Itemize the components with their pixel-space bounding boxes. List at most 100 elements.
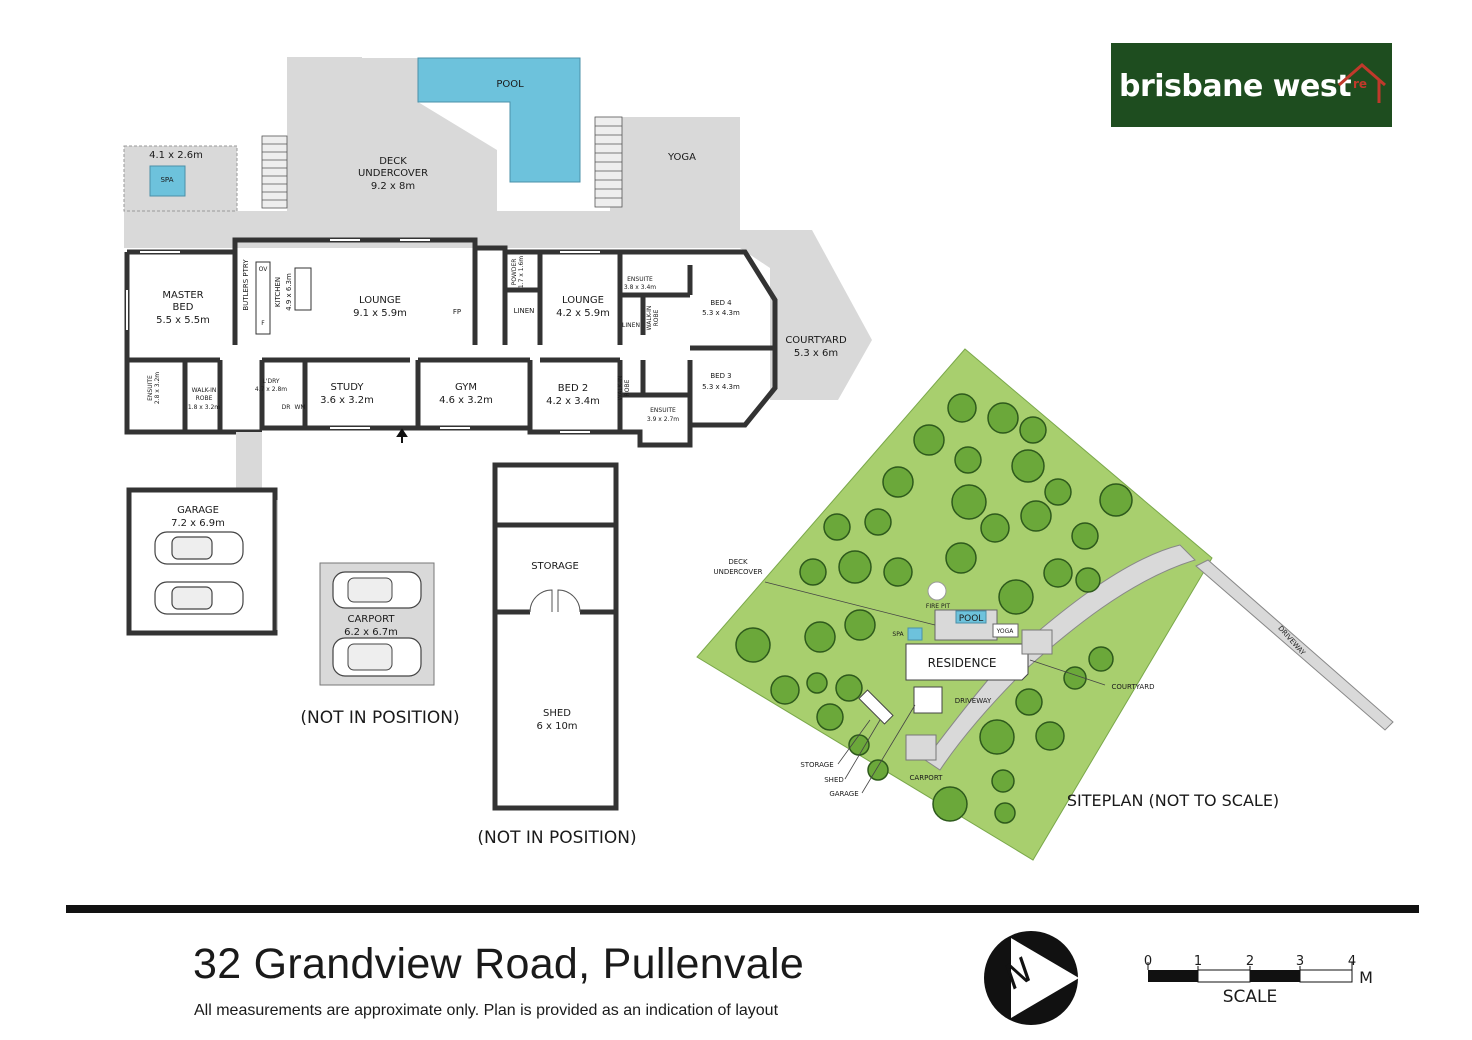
site-road [1195,559,1394,731]
deck-stairs-left [261,135,288,209]
dr-label: DR [282,404,291,411]
site-garage [913,686,943,714]
brand-logo: brisbane west re [1111,43,1392,127]
site-driveway-road-label: DRIVEWAY [1276,624,1307,657]
site-garage-label: GARAGE [829,790,858,798]
site-pool-label: POOL [959,614,984,624]
walkin1-label: WALK-INROBE [646,306,660,331]
pool [417,57,581,183]
entry-arrow-icon [396,428,408,443]
deck-area [124,57,872,400]
master-bed-size: 5.5 x 5.5m [156,315,210,326]
spa-area-label: 4.1 x 2.6m [149,150,203,161]
deck-stairs-right [594,116,623,208]
butlers-label: BUTLERS PTRY [242,259,250,311]
not-in-position-2: (NOT IN POSITION) [477,828,636,848]
shed-doors [529,589,581,613]
spa-label: SPA [160,176,173,184]
site-trees [735,393,1133,824]
linen-small-label: LINEN [622,322,640,329]
ldry-label: L'DRY [262,378,279,385]
pool-label: POOL [496,79,524,90]
yoga-label: YOGA [667,152,696,163]
site-leaders [764,581,1106,794]
site-spa-label: SPA [892,631,904,638]
carport-label: CARPORT [347,614,395,625]
bed4-size: 5.3 x 4.3m [702,309,740,317]
shed-size: 6 x 10m [536,721,577,732]
property-address: 32 Grandview Road, Pullenvale [193,940,805,988]
study-size: 3.6 x 3.2m [320,395,374,406]
shed-label: SHED [543,708,571,719]
bed3-label: BED 3 [710,372,731,380]
scale-unit: M [1359,968,1373,987]
wm-label: WM [294,404,305,411]
spa-outline [123,145,238,212]
study-label: STUDY [330,382,364,393]
bed2-label: BED 2 [558,383,588,394]
lounge2-label: LOUNGE [562,295,604,306]
footer-divider [66,905,1419,913]
house-roof-icon [1338,63,1386,103]
lounge1-label: LOUNGE [359,295,401,306]
fp-label: FP [453,308,461,316]
ensuite-master-label: ENSUITE2.8 x 3.2m [147,372,161,404]
scale-tick-2: 2 [1246,954,1254,969]
courtyard-size: 5.3 x 6m [794,348,838,359]
site-residence-label: RESIDENCE [928,656,997,670]
disclaimer-text: All measurements are approximate only. P… [194,1002,779,1019]
oven-label: OV [259,266,269,273]
compass-icon: N [984,931,1079,1025]
siteplan-title: SITEPLAN (NOT TO SCALE) [1067,791,1279,810]
spa [149,165,186,197]
site-lawn [696,348,1213,861]
gym-size: 4.6 x 3.2m [439,395,493,406]
scale-tick-4: 4 [1348,954,1356,969]
scale-label: SCALE [1223,987,1278,1007]
site-driveway [924,544,1196,771]
site-spa [907,627,923,641]
carport-size: 6.2 x 6.7m [344,627,398,638]
site-pool [955,610,987,624]
scale-tick-1: 1 [1194,954,1202,969]
not-in-position-1: (NOT IN POSITION) [300,708,459,728]
kitchen-size: 4.9 x 6.3m [285,273,293,311]
courtyard-label: COURTYARD [785,335,847,346]
site-storage-label: STORAGE [800,761,833,769]
bed3-size: 5.3 x 4.3m [702,383,740,391]
bed2-size: 4.2 x 3.4m [546,396,600,407]
kitchen-island [294,267,312,311]
lounge2-size: 4.2 x 5.9m [556,308,610,319]
site-yoga-label: YOGA [996,628,1015,635]
kitchen-label: KITCHEN [274,277,282,307]
ensuite2-size: 3.9 x 2.7m [647,416,679,423]
site-carport [905,734,937,761]
linen-label: LINEN [514,307,535,315]
gym-label: GYM [455,382,477,393]
lounge1-size: 9.1 x 5.9m [353,308,407,319]
deck-size: 9.2 x 8m [371,181,415,192]
storage-label: STORAGE [531,561,579,572]
kitchen-bench [255,261,271,335]
scale-tick-0: 0 [1144,954,1152,969]
ensuite1-label: ENSUITE [627,276,653,283]
fridge-label: F [261,320,265,327]
site-shed [858,689,894,725]
site-carport-label: CARPORT [910,774,944,782]
garage-label: GARAGE [177,505,219,516]
ensuite1-size: 3.8 x 3.4m [624,284,656,291]
site-shed-label: SHED [824,776,844,784]
carport [319,562,435,686]
house-walls [124,237,778,448]
scale-tick-3: 3 [1296,954,1304,969]
windows [126,239,600,433]
brand-name: brisbane west [1119,69,1352,104]
ensuite2-label: ENSUITE [650,407,676,414]
site-firepit-label: FIRE PIT [926,603,950,610]
